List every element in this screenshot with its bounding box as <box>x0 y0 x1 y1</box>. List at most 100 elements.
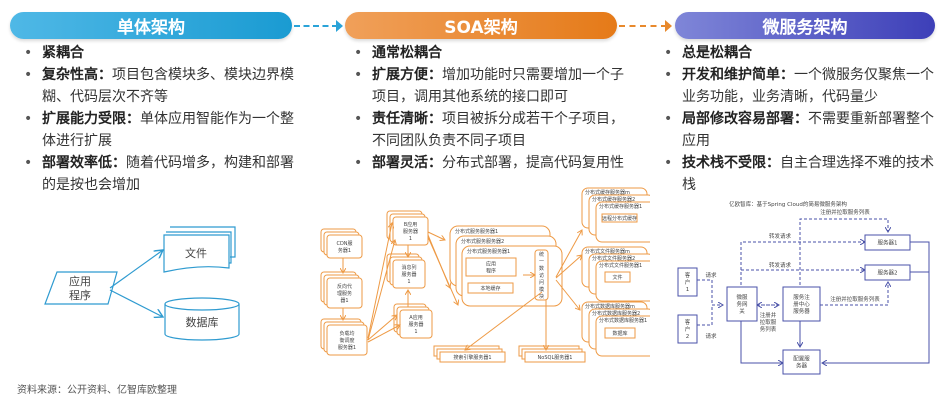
box-label: 分布式数据库服务器2 <box>592 310 640 317</box>
svg-text:注册并拉取服务列表: 注册并拉取服务列表 <box>830 295 880 303</box>
box-label: 客 <box>685 271 691 279</box>
feature-item: 技术栈不受限：自主合理选择不难的技术栈 <box>660 152 940 196</box>
box-label: CDN服 <box>336 241 352 247</box>
feature-key: 开发和维护简单： <box>682 67 794 83</box>
feature-key: 总是松耦合 <box>682 45 752 61</box>
box-label: 一 <box>539 259 544 265</box>
arrow-right-icon <box>665 20 672 32</box>
feature-key: 扩展方便： <box>372 67 442 83</box>
b-app-server <box>392 216 429 246</box>
api-gateway <box>726 286 758 322</box>
feature-key: 部署效率低： <box>42 155 126 171</box>
soa-features: 通常松耦合扩展方便：增加功能时只需要增加一个子项目，调用其他系统的接口即可责任清… <box>350 42 630 174</box>
svg-text:请求: 请求 <box>705 332 717 340</box>
box-label: 关 <box>739 307 745 315</box>
feature-key: 技术栈不受限： <box>682 155 780 171</box>
svg-text:转发请求: 转发请求 <box>769 232 792 240</box>
box-label: 分布式缓存服务器2 <box>592 196 635 203</box>
soa-diagram: CDN服务器1反向代理服务器1负载均衡调度服务器1B应用服务器1消息列服务器1A… <box>320 187 650 363</box>
svg-text:数据库: 数据库 <box>186 315 219 329</box>
cdn-server <box>326 234 363 259</box>
monolith-features: 紧耦合复杂性高：项目包含模块多、模块边界模糊、代码层次不齐等扩展能力受限：单体应… <box>20 42 298 196</box>
box-label: 户 <box>685 278 691 286</box>
a-app-server <box>399 309 433 339</box>
feature-item: 扩展能力受限：单体应用智能作为一个整体进行扩展 <box>20 108 298 152</box>
box-label: 程序 <box>486 268 496 275</box>
box-label: 户 <box>685 325 691 333</box>
box-label: 统 <box>539 251 544 258</box>
box-label: 分布式数据库服务器m <box>585 303 635 310</box>
box-label: 远程分布式缓存 <box>602 215 637 222</box>
source-note: 资料来源：公开资料、亿智库欧整理 <box>17 385 177 396</box>
box-label: 1 <box>407 279 410 285</box>
feature-text: 随着代码增多，构建和部署的是按也会增加 <box>42 155 294 193</box>
box-label: 微服 <box>736 293 748 301</box>
svg-text:务列表: 务列表 <box>760 325 777 333</box>
feature-key: 部署灵活： <box>372 155 442 171</box>
box-label: 务网 <box>736 300 748 308</box>
box-label: 分布式服务服务器1 <box>467 248 510 255</box>
box-label: 分布式缓存服务器m <box>585 189 630 196</box>
database <box>604 327 636 339</box>
local-cache <box>467 282 514 294</box>
monolith-diagram: 应用 程序 文件 数据库 <box>44 226 240 341</box>
app-shape <box>44 271 118 305</box>
header-microservice: 微服务架构 <box>675 12 935 39</box>
box-label: 问 <box>539 279 544 286</box>
feature-item: 局部修改容易部署：不需要重新部署整个应用 <box>660 108 940 152</box>
box-label: 客 <box>685 318 691 326</box>
box-label: 数据库 <box>612 330 627 337</box>
box-label: 服务注 <box>793 293 810 301</box>
box-label: 块 <box>539 293 544 300</box>
box-label: 服务器1 <box>338 344 356 351</box>
svg-text:请求: 请求 <box>705 271 717 279</box>
feature-item: 扩展方便：增加功能时只需要增加一个子项目，调用其他系统的接口即可 <box>350 64 630 108</box>
feature-key: 紧耦合 <box>42 45 84 61</box>
box-label: 应用 <box>486 261 496 268</box>
feature-item: 开发和维护简单：一个微服务仅聚焦一个业务功能，业务清晰，代码量少 <box>660 64 940 108</box>
box-label: 配置服 <box>793 356 810 363</box>
app-program <box>465 257 517 277</box>
box-label: 分布式数据库服务器1 <box>599 317 647 324</box>
box-label: 务器1 <box>338 247 351 254</box>
box-label: 分布式文件服务器2 <box>592 255 635 262</box>
svg-text:注册并: 注册并 <box>760 311 777 319</box>
box-label: 文件 <box>612 274 622 281</box>
box-label: 服务器 <box>403 228 418 235</box>
feature-text: 单体应用智能作为一个整体进行扩展 <box>42 111 294 149</box>
client-2 <box>677 314 698 344</box>
nosql-server <box>524 351 586 363</box>
box-label: NoSQL服务器1 <box>538 354 573 361</box>
box-label: 册中心 <box>793 300 810 308</box>
svg-text:亿欧智库：基于Spring Cloud的简易微服务架构: 亿欧智库：基于Spring Cloud的简易微服务架构 <box>729 200 847 208</box>
feature-item: 责任清晰：项目被拆分成若干个子项目，不同团队负责不同子项目 <box>350 108 630 152</box>
database-shape <box>164 297 240 311</box>
box-label: 服务器2 <box>878 269 898 277</box>
box-label: 1 <box>414 329 417 335</box>
feature-text: 一个微服务仅聚焦一个业务功能，业务清晰，代码量少 <box>682 67 934 105</box>
box-label: 分布式服务服务器2 <box>461 238 504 245</box>
svg-text:文件: 文件 <box>185 246 207 260</box>
remote-cache <box>601 213 638 223</box>
connector-arrow <box>294 25 338 27</box>
feature-text: 自主合理选择不难的技术栈 <box>682 155 934 193</box>
load-balancer <box>326 324 368 356</box>
box-label: 理服务 <box>337 290 352 297</box>
arrow-right-icon <box>336 20 343 32</box>
svg-text:拉取服: 拉取服 <box>760 318 777 326</box>
svg-text:程序: 程序 <box>69 288 91 302</box>
box-label: 分布式文件服务器1 <box>599 262 642 269</box>
feature-text: 不需要重新部署整个应用 <box>682 111 934 149</box>
feature-item: 部署效率低：随着代码增多，构建和部署的是按也会增加 <box>20 152 298 196</box>
box-label: 衡调度 <box>339 337 354 344</box>
feature-item: 部署灵活：分布式部署，提高代码复用性 <box>350 152 630 174</box>
feature-text: 项目包含模块多、模块边界模糊、代码层次不齐等 <box>42 67 294 105</box>
microservice-diagram: 亿欧智库：基于Spring Cloud的简易微服务架构 注册并拉取服务列表 转发… <box>677 200 930 375</box>
client-1 <box>677 267 698 297</box>
box-label: 1 <box>686 287 690 293</box>
header-monolith: 单体架构 <box>10 12 292 39</box>
box-label: 服务器 <box>793 307 810 315</box>
header-soa: SOA架构 <box>345 12 617 39</box>
box-label: A应用 <box>409 314 422 321</box>
box-label: 服务器 <box>408 321 423 328</box>
